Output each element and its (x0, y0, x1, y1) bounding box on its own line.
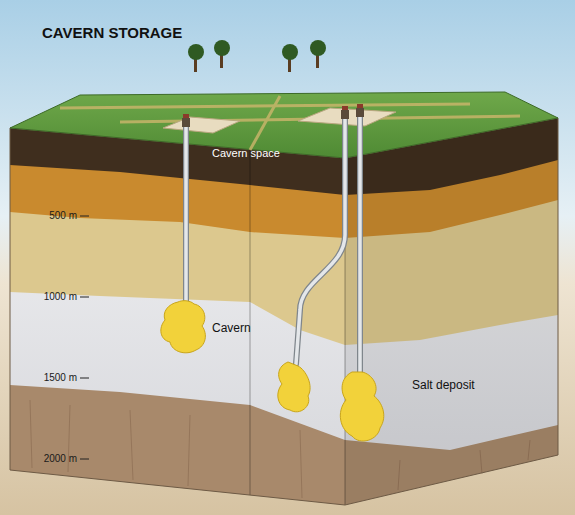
grass-surface (10, 92, 558, 158)
depth-mark: 1000 m (44, 291, 77, 304)
depth-mark: 2000 m (44, 453, 77, 466)
depth-mark: 1500 m (44, 372, 77, 385)
well-pad (163, 117, 240, 133)
caverns (161, 301, 384, 441)
surface-label: Cavern space (212, 147, 280, 161)
cavern-label: Cavern (212, 321, 251, 336)
trees (188, 40, 326, 72)
depth-ticks (80, 216, 89, 459)
layer-label: Salt deposit (412, 378, 475, 393)
diagram-title: CAVERN STORAGE (42, 24, 182, 43)
depth-mark: 500 m (49, 210, 77, 223)
rock-layer (10, 118, 558, 505)
well-pipes (186, 116, 360, 374)
